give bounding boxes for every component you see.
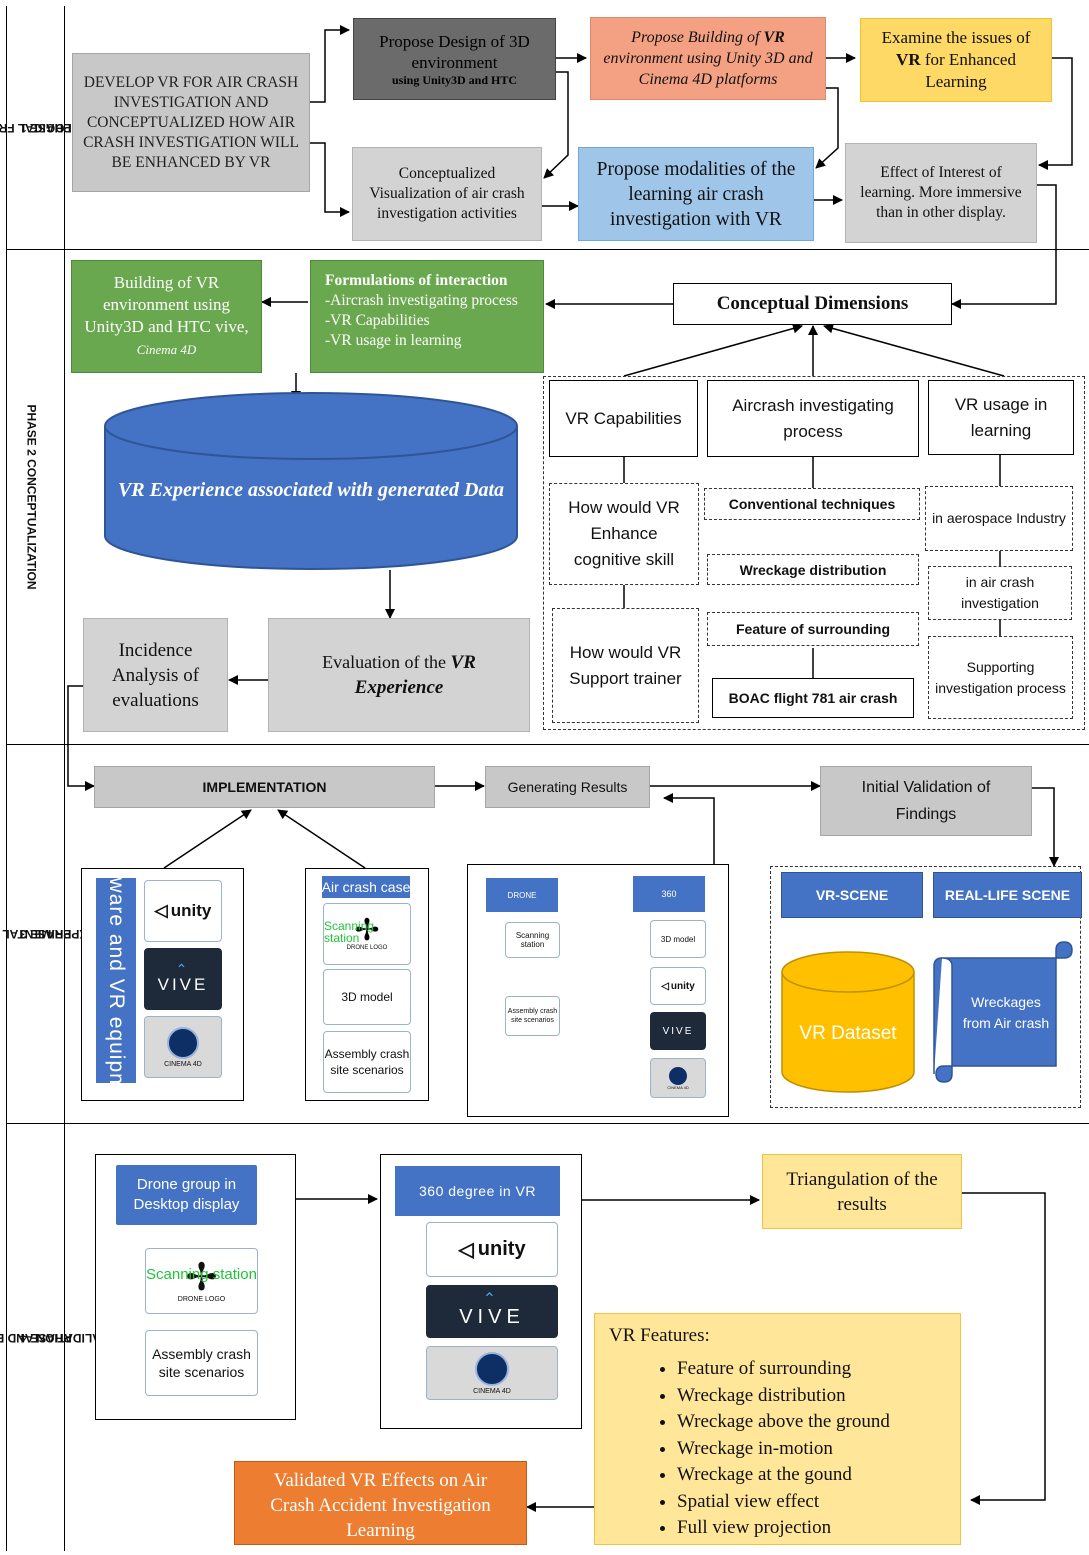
dim2-conventional-techniques: Conventional techniques xyxy=(704,488,920,520)
formulations-box: Formulations of interaction -Aircrash in… xyxy=(310,260,544,373)
incidence-analysis-box: Incidence Analysis of evaluations xyxy=(83,618,228,732)
triangulation-box: Triangulation of the results xyxy=(762,1154,962,1229)
frame-label-column-border xyxy=(64,6,65,1551)
frame-left-border xyxy=(6,6,7,1551)
vr-scene-header: VR-SCENE xyxy=(781,872,923,918)
effect-of-interest-box: Effect of Interest of learning. More imm… xyxy=(845,143,1037,243)
dim3-air-crash-investigation: in air crash investigation xyxy=(928,566,1072,620)
software-equipment-banner: Software and VR equipment xyxy=(96,878,136,1083)
wreckages-scroll xyxy=(933,941,1073,1083)
feature-item: Feature of surrounding xyxy=(677,1356,946,1383)
feature-item: Full view projection xyxy=(677,1515,946,1542)
drone-icon: ✢ xyxy=(354,914,380,947)
drone-scanning-card: ✢ Scanning station DRONE LOGO xyxy=(323,903,411,965)
dim-vr-capabilities: VR Capabilities xyxy=(549,380,698,457)
deg360-vr-title: 360 degree in VR xyxy=(395,1166,560,1216)
dim2-feature-surrounding: Feature of surrounding xyxy=(707,612,919,646)
deg360-vive-logo: VIVE xyxy=(650,1012,706,1050)
develop-vr-box: DEVELOP VR FOR AIR CRASH INVESTIGATION A… xyxy=(72,53,310,192)
scene-container xyxy=(770,866,1081,1108)
dim3-aerospace: in aerospace Industry xyxy=(925,486,1073,551)
evaluation-box: Evaluation of the VR Experience xyxy=(268,618,530,732)
frame-row-divider-3 xyxy=(6,1123,1089,1124)
feature-item: Wreckage in-motion xyxy=(677,1436,946,1463)
p4-unity-logo: ◁unity xyxy=(426,1222,558,1277)
drone-header: DRONE xyxy=(486,878,558,912)
dim2-boac-flight: BOAC flight 781 air crash xyxy=(712,678,914,718)
p4-cinema-logo: CINEMA 4D xyxy=(426,1346,558,1400)
implementation-box: IMPLEMENTATION xyxy=(94,766,435,808)
feature-item: Wreckage distribution xyxy=(677,1383,946,1410)
conceptual-dimensions-box: Conceptual Dimensions xyxy=(673,283,952,325)
model-3d-card: 3D model xyxy=(323,969,411,1025)
air-crash-case-title: Air crash case xyxy=(322,876,410,898)
propose-building-box: Propose Building of VR environment using… xyxy=(590,17,826,100)
vr-dataset-cylinder xyxy=(781,951,915,1093)
examine-issues-box: Examine the issues of VR for Enhanced Le… xyxy=(860,18,1052,102)
assembly-scenarios-card: Assembly crash site scenarios xyxy=(323,1031,411,1093)
dim-aircrash-process: Aircrash investigating process xyxy=(707,380,919,457)
p4-drone-icon: ✢ xyxy=(185,1256,218,1299)
dim3-supporting-process: Supporting investigation process xyxy=(928,636,1073,719)
validated-effects-box: Validated VR Effects on Air Crash Accide… xyxy=(234,1461,527,1545)
vr-dataset-label: VR Dataset xyxy=(799,1022,897,1044)
real-life-scene-header: REAL-LIFE SCENE xyxy=(933,872,1082,918)
propose-design-box: Propose Design of 3D environment using U… xyxy=(353,18,556,100)
vr-experience-cylinder xyxy=(104,392,518,570)
vive-logo-card: ⌃VIVE xyxy=(144,948,222,1010)
initial-validation-box: Initial Validation of Findings xyxy=(820,766,1032,836)
conceptualized-visualization-box: Conceptualized Visualization of air cras… xyxy=(352,147,542,241)
unity-logo-card: ◁unity xyxy=(144,880,222,942)
vr-features-box: VR Features: Feature of surrounding Wrec… xyxy=(594,1313,961,1545)
dim1-support-trainer: How would VR Support trainer xyxy=(552,608,699,723)
drone-scanning-station: Scanning station xyxy=(505,922,560,958)
deg360-model-3d: 3D model xyxy=(650,920,706,958)
drone-assembly-scenarios: Assembly crash site scenarios xyxy=(505,996,560,1036)
wreckages-label: Wreckages from Air crash xyxy=(962,994,1050,1031)
cinema4d-logo-card: CINEMA 4D xyxy=(144,1016,222,1078)
p4-drone-scanning-card: ✢ Scanning station DRONE LOGO xyxy=(145,1248,258,1314)
vr-experience-label: VR Experience associated with generated … xyxy=(117,478,505,501)
drone-group-title: Drone group in Desktop display xyxy=(116,1165,257,1225)
dimensions-container xyxy=(543,376,1085,730)
dim-vr-usage: VR usage in learning xyxy=(928,380,1074,455)
deg360-unity-logo: ◁unity xyxy=(650,967,706,1005)
dim1-cognitive-skill: How would VR Enhance cognitive skill xyxy=(549,483,699,585)
p4-assembly-card: Assembly crash site scenarios xyxy=(145,1330,258,1396)
frame-row-divider-2 xyxy=(6,744,1089,745)
propose-modalities-box: Propose modalities of the learning air c… xyxy=(578,147,814,241)
p4-vive-logo: ⌃VIVE xyxy=(426,1285,558,1338)
generating-results-box: Generating Results xyxy=(485,766,650,808)
feature-item: Spatial view effect xyxy=(677,1489,946,1516)
feature-item: Wreckage above the ground xyxy=(677,1409,946,1436)
frame-row-divider-1 xyxy=(6,249,1089,250)
feature-item: Wreckage at the gound xyxy=(677,1462,946,1489)
building-vr-environment-box: Building of VR environment using Unity3D… xyxy=(71,260,262,373)
dim2-wreckage-distribution: Wreckage distribution xyxy=(707,554,919,585)
deg360-header: 360 xyxy=(633,876,705,912)
deg360-cinema-logo: CINEMA 4D xyxy=(650,1058,706,1098)
